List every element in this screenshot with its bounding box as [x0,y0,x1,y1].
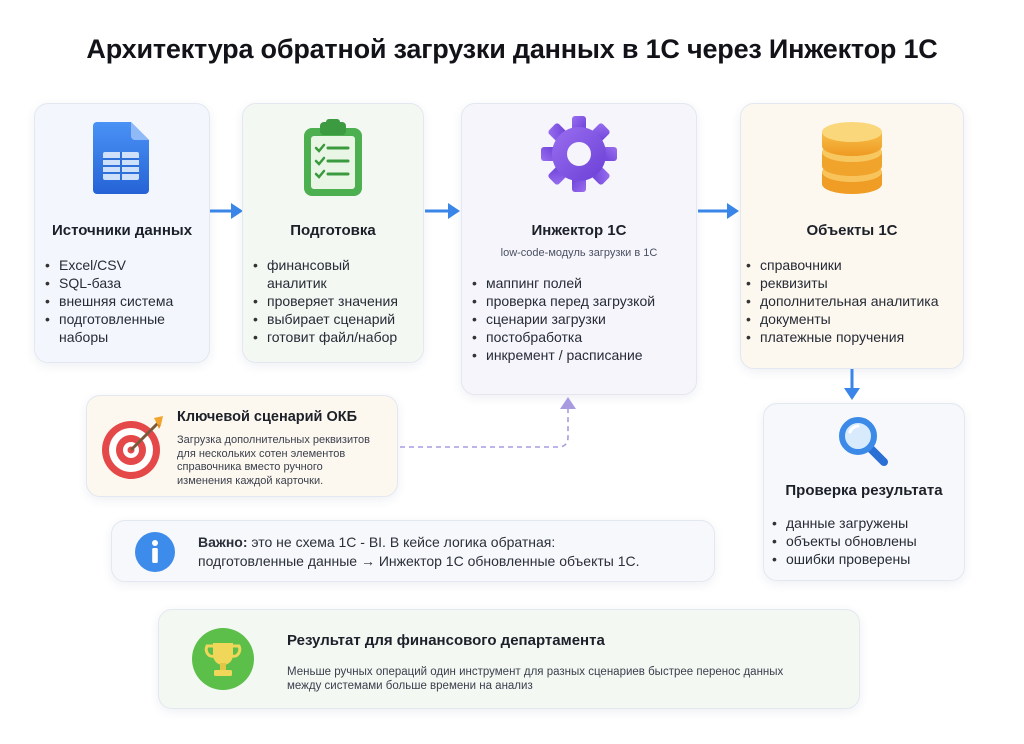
sources-title: Источники данных [51,222,193,239]
list-item: внешняя система [45,292,205,310]
check-list: данные загружены объекты обновлены ошибк… [772,514,962,568]
dashed-connector [400,397,576,448]
injector-title: Инжектор 1С [531,222,627,239]
arrow-right-icon [698,203,739,219]
sources-card: Источники данных Excel/CSV SQL-база внеш… [34,103,210,363]
prep-title: Подготовка [290,222,376,239]
list-item: финансовый аналитик [253,256,368,292]
sources-list: Excel/CSV SQL-база внешняя система подго… [45,256,205,346]
list-item: выбирает сценарий [253,310,421,328]
result-text-line: между системами больше времени на анализ [287,680,533,692]
injector-subtitle: low-code-модуль загрузки в 1С [500,247,658,259]
okb-card: Ключевой сценарий ОКБ Загрузка дополните… [86,395,398,497]
trophy-icon [192,628,254,690]
list-item: платежные поручения [746,328,962,346]
objects-card: Объекты 1С справочники реквизиты дополни… [740,103,964,369]
arrow-right-icon [425,203,460,219]
objects-list: справочники реквизиты дополнительная ана… [746,256,962,346]
list-item: подготовленные наборы [45,310,205,346]
note-line2: подготовленные данные → Инжектор 1С обно… [198,553,640,569]
note-line1: это не схема 1С - BI. В кейсе логика обр… [247,534,556,550]
magnifier-icon [839,417,888,466]
target-icon [102,416,163,479]
objects-title: Объекты 1С [806,222,898,239]
note-card: Важно: это не схема 1С - BI. В кейсе лог… [111,520,715,582]
okb-text-line: Загрузка дополнительных реквизитов [177,434,370,446]
list-item: готовит файл/набор [253,328,421,346]
prep-list: финансовый аналитик проверяет значения в… [253,256,421,346]
gear-icon [541,116,617,192]
list-item: документы [746,310,962,328]
injector-card: Инжектор 1С low-code-модуль загрузки в 1… [461,103,697,395]
list-item: маппинг полей [472,274,694,292]
list-item: SQL-база [45,274,205,292]
prep-card: Подготовка финансовый аналитик проверяет… [242,103,424,363]
page-title: Архитектура обратной загрузки данных в 1… [86,34,938,64]
result-text: Меньше ручных операций один инструмент д… [287,665,847,693]
list-item: объекты обновлены [772,532,962,550]
list-item: ошибки проверены [772,550,962,568]
list-item: реквизиты [746,274,962,292]
list-item: дополнительная аналитика [746,292,962,310]
check-card: Проверка результата данные загружены объ… [763,403,965,581]
note-text: Важно: это не схема 1С - BI. В кейсе лог… [198,533,708,571]
list-item: проверка перед загрузкой [472,292,694,310]
check-title: Проверка результата [785,482,943,499]
list-item: справочники [746,256,962,274]
result-card: Результат для финансового департамента М… [158,609,860,709]
list-item: сценарии загрузки [472,310,694,328]
note-bold: Важно: [198,534,248,550]
okb-title: Ключевой сценарий ОКБ [177,409,358,425]
arrow-right-icon [210,203,243,219]
result-text-line: Меньше ручных операций один инструмент д… [287,666,784,678]
list-item: инкремент / расписание [472,346,694,364]
list-item: данные загружены [772,514,962,532]
arrow-down-icon [844,369,860,400]
list-item: Excel/CSV [45,256,205,274]
checklist-icon [304,119,362,196]
list-item: проверяет значения [253,292,421,310]
okb-text-line: изменения каждой карточки. [177,474,324,487]
spreadsheet-icon [93,122,149,194]
injector-list: маппинг полей проверка перед загрузкой с… [472,274,694,364]
database-icon [822,122,882,194]
okb-text: Загрузка дополнительных реквизитов для н… [177,434,397,488]
result-title: Результат для финансового департамента [287,632,605,649]
list-item: постобработка [472,328,694,346]
okb-text-line: справочника вместо ручного [177,461,323,473]
okb-text-line: для нескольких сотен элементов [177,447,346,460]
info-icon [135,532,175,572]
